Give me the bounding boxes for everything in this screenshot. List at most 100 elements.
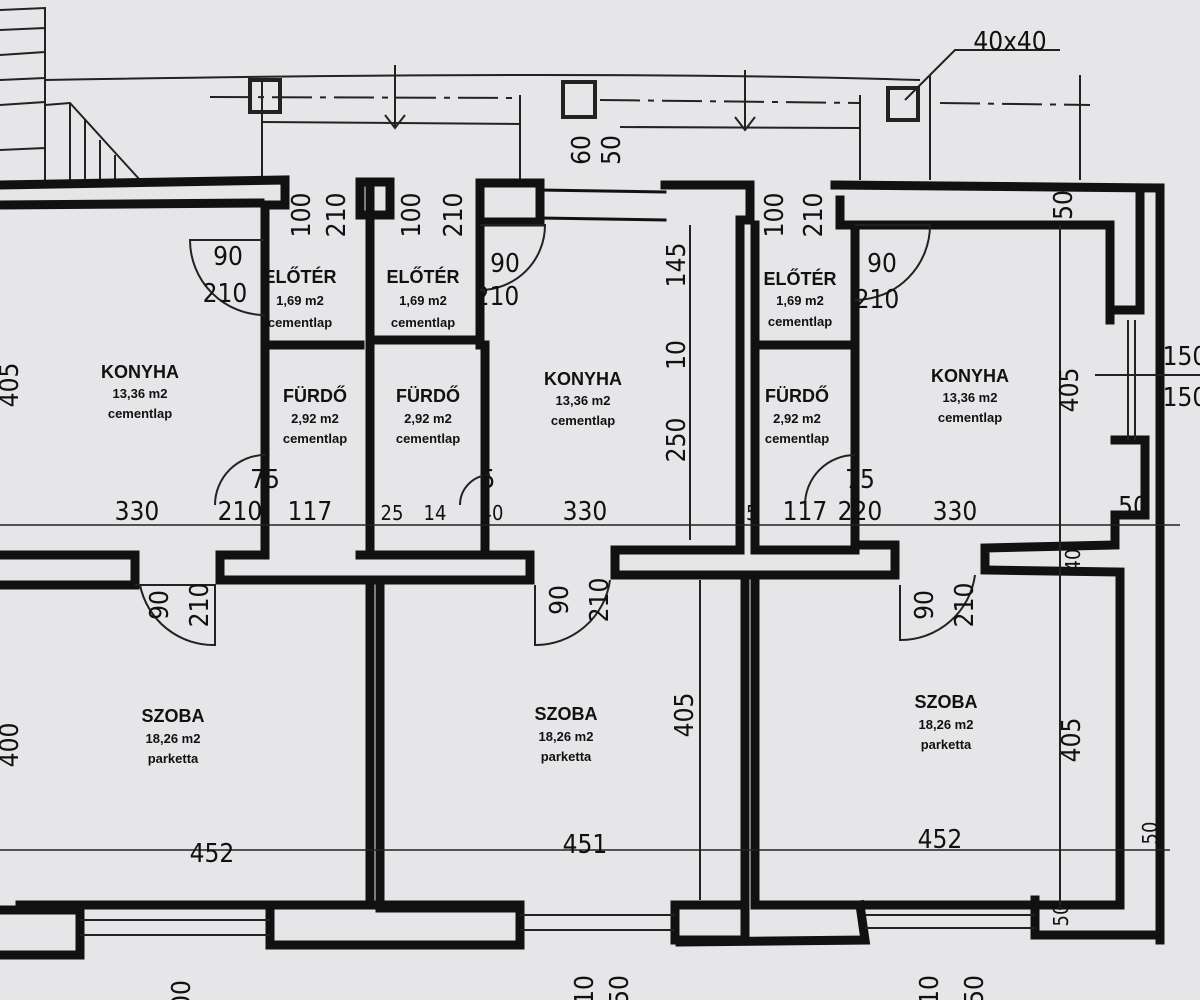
dim-label: 50 — [1118, 492, 1148, 522]
dim-label: 405 — [1055, 368, 1085, 413]
svg-text:KONYHA: KONYHA — [544, 369, 622, 389]
dim-label: 330 — [933, 497, 978, 527]
dim-label: 75 — [250, 465, 280, 495]
dim-label: 100 — [760, 193, 790, 238]
svg-text:KONYHA: KONYHA — [931, 366, 1009, 386]
dim-label: 400 — [0, 723, 25, 768]
room-konyha-2: KONYHA 13,36 m2 cementlap — [544, 369, 622, 428]
svg-text:cementlap: cementlap — [391, 315, 455, 330]
dim-label: 25 — [381, 501, 404, 525]
dim-label: 5 — [481, 465, 496, 495]
svg-text:cementlap: cementlap — [283, 431, 347, 446]
dim-label: 210 — [950, 583, 980, 628]
windows — [80, 320, 1136, 936]
dim-label: 50 — [960, 975, 990, 1000]
svg-text:SZOBA: SZOBA — [915, 692, 978, 712]
dim-label: 40 — [1061, 549, 1085, 572]
dim-label: 210 — [439, 193, 469, 238]
dim-label: 100 — [397, 193, 427, 238]
room-konyha-3: KONYHA 13,36 m2 cementlap — [931, 366, 1009, 425]
walls — [0, 175, 1165, 960]
dim-label: 150 — [1163, 383, 1200, 413]
dim-label: 330 — [115, 497, 160, 527]
dim-label: 210 — [475, 282, 520, 312]
svg-text:13,36 m2: 13,36 m2 — [556, 393, 611, 408]
svg-text:1,69 m2: 1,69 m2 — [399, 293, 447, 308]
room-szoba-1: SZOBA 18,26 m2 parketta — [142, 706, 205, 766]
dim-label: 210 — [799, 193, 829, 238]
svg-text:cementlap: cementlap — [551, 413, 615, 428]
dim-label: 250 — [662, 418, 692, 463]
dim-label: 330 — [563, 497, 608, 527]
svg-text:SZOBA: SZOBA — [535, 704, 598, 724]
svg-text:cementlap: cementlap — [938, 410, 1002, 425]
dim-label: 10 — [662, 340, 692, 370]
svg-text:cementlap: cementlap — [396, 431, 460, 446]
dim-label: 405 — [0, 363, 25, 408]
dim-label: 452 — [190, 839, 235, 869]
room-eloter-3: ELŐTÉR 1,69 m2 cementlap — [763, 268, 836, 329]
svg-text:2,92 m2: 2,92 m2 — [291, 411, 339, 426]
dim-label: 117 — [288, 497, 333, 527]
dim-label: 40x40 — [973, 27, 1046, 57]
dim-label: 100 — [287, 193, 317, 238]
dim-label: 405 — [1057, 718, 1087, 763]
svg-text:18,26 m2: 18,26 m2 — [539, 729, 594, 744]
svg-text:SZOBA: SZOBA — [142, 706, 205, 726]
dim-label: 117 — [783, 497, 828, 527]
staircase — [0, 6, 141, 181]
svg-text:cementlap: cementlap — [768, 314, 832, 329]
svg-text:ELŐTÉR: ELŐTÉR — [763, 268, 836, 289]
svg-text:13,36 m2: 13,36 m2 — [113, 386, 168, 401]
dim-label: 210 — [203, 279, 248, 309]
dimension-labels: 40x40 60 50 100 210 100 210 100 210 90 2… — [0, 27, 1200, 1000]
dim-label: 452 — [918, 825, 963, 855]
svg-text:parketta: parketta — [148, 751, 199, 766]
dim-label: 50 — [605, 975, 635, 1000]
dim-label: 405 — [670, 693, 700, 738]
room-szoba-3: SZOBA 18,26 m2 parketta — [915, 692, 978, 752]
dim-label: 210 — [585, 578, 615, 623]
dim-label: 90 — [490, 249, 520, 279]
svg-text:FÜRDŐ: FÜRDŐ — [396, 385, 460, 406]
svg-text:13,36 m2: 13,36 m2 — [943, 390, 998, 405]
dim-label: 90 — [867, 249, 897, 279]
room-eloter-2: ELŐTÉR 1,69 m2 cementlap — [386, 266, 459, 330]
svg-text:FÜRDŐ: FÜRDŐ — [283, 385, 347, 406]
dim-label: 210 — [855, 285, 900, 315]
dim-label: 75 — [845, 465, 875, 495]
svg-text:cementlap: cementlap — [765, 431, 829, 446]
room-eloter-1: ELŐTÉR 1,69 m2 cementlap — [263, 266, 336, 330]
dim-label: 210 — [322, 193, 352, 238]
dim-label: 210 — [185, 583, 215, 628]
dim-label: 25 — [735, 501, 758, 525]
svg-text:FÜRDŐ: FÜRDŐ — [765, 385, 829, 406]
column-grid — [44, 49, 1091, 180]
room-furdo-2: FÜRDŐ 2,92 m2 cementlap — [396, 385, 460, 446]
dim-label: 145 — [662, 243, 692, 288]
svg-text:1,69 m2: 1,69 m2 — [276, 293, 324, 308]
dim-label: 10 — [570, 975, 600, 1000]
dim-label: 60 — [567, 135, 597, 165]
dim-label: 451 — [563, 830, 608, 860]
svg-text:cementlap: cementlap — [108, 406, 172, 421]
svg-text:18,26 m2: 18,26 m2 — [919, 717, 974, 732]
dim-label: 50 — [1049, 190, 1079, 220]
svg-text:ELŐTÉR: ELŐTÉR — [263, 266, 336, 287]
svg-text:18,26 m2: 18,26 m2 — [146, 731, 201, 746]
svg-text:ELŐTÉR: ELŐTÉR — [386, 266, 459, 287]
svg-text:parketta: parketta — [921, 737, 972, 752]
dim-label: 00 — [167, 980, 197, 1000]
dim-label: 50 — [1049, 904, 1073, 927]
room-furdo-1: FÜRDŐ 2,92 m2 cementlap — [283, 385, 347, 446]
svg-text:2,92 m2: 2,92 m2 — [404, 411, 452, 426]
svg-text:1,69 m2: 1,69 m2 — [776, 293, 824, 308]
dim-label: 10 — [915, 975, 945, 1000]
svg-text:cementlap: cementlap — [268, 315, 332, 330]
dim-label: 210 — [218, 497, 263, 527]
dim-label: 90 — [145, 590, 175, 620]
